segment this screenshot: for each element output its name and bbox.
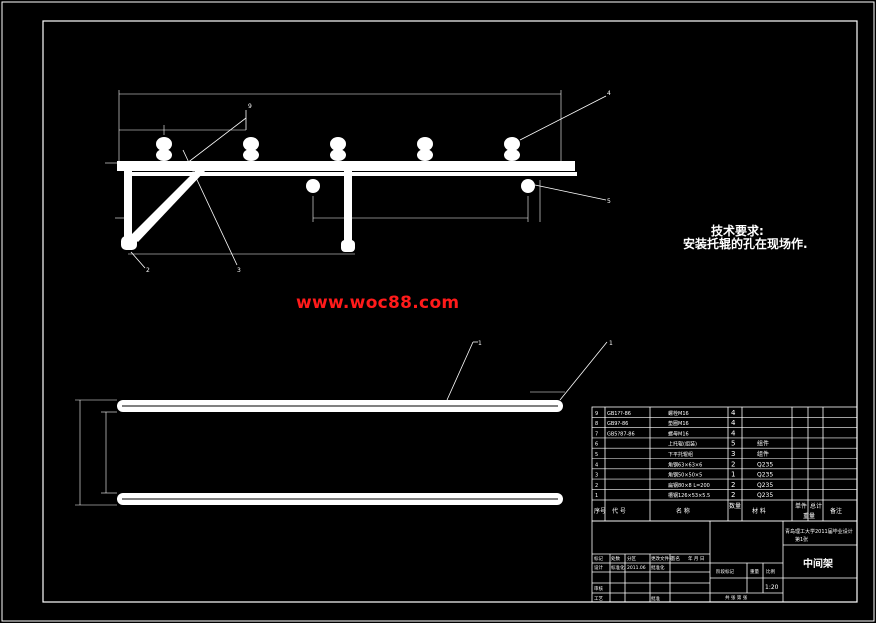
tb-label-date: 年 月 日	[688, 555, 704, 562]
tb-label-process: 工艺	[594, 596, 603, 602]
bom-row-material: Q235	[757, 472, 773, 479]
inner-border	[42, 20, 858, 603]
bom-row-material: Q235	[757, 492, 773, 499]
bom-row-number: 9	[595, 411, 598, 417]
bom-row-number: 7	[595, 431, 598, 437]
bom-table	[591, 406, 858, 522]
bom-row-code: GB9?-86	[607, 421, 628, 427]
bom-row-qty: 2	[731, 460, 735, 468]
callout-2: 2	[146, 267, 150, 274]
bom-row-qty: 4	[731, 419, 736, 427]
bom-row-name: 角钢50×50×5	[668, 472, 702, 479]
bom-header-cell: 材 料	[752, 507, 766, 515]
bom-row-qty: 1	[731, 471, 735, 479]
bom-row-material: Q235	[757, 482, 773, 489]
callout-1b: 1	[609, 340, 613, 347]
bom-row-name: 扁钢80×8 L=200	[668, 482, 710, 489]
bom-header-cell: 备注	[830, 507, 842, 515]
tb-signer-note: 批准化	[651, 564, 665, 571]
school-name: 青岛理工大学2011届毕业设计	[785, 528, 853, 535]
bom-row-name: 螺母M16	[668, 430, 689, 437]
bom-row-name: 垫圈M16	[668, 420, 689, 427]
bom-row-number: 3	[595, 473, 598, 479]
bom-row-material: 组件	[757, 450, 769, 458]
tb-label-sign: 签名	[671, 555, 680, 562]
callout-4: 4	[607, 90, 611, 97]
upper-rollers	[156, 137, 520, 161]
tb-label-count: 处数	[611, 555, 620, 562]
bom-header-cell: 数量	[729, 502, 741, 510]
tb-label-design: 设计	[594, 564, 603, 571]
bom-row-qty: 4	[731, 409, 736, 417]
bom-header-cell: 单件	[795, 502, 807, 510]
bom-row-name: 螺栓M16	[668, 410, 689, 417]
bom-row-code: GB5?87-86	[607, 431, 635, 437]
bom-row-qty: 5	[731, 440, 735, 448]
bom-header-cell: 重量	[803, 512, 815, 520]
bom-row-number: 2	[595, 483, 598, 489]
plan-view	[75, 341, 608, 506]
scale-value: 1:20	[765, 584, 779, 591]
bom-row-code: GB1??-86	[607, 411, 631, 417]
tb-label-sheets: 共 张 第 张	[725, 594, 748, 601]
tb-label-standard: 标准化	[611, 564, 625, 571]
bom-row-number: 8	[595, 421, 598, 427]
bom-row-qty: 2	[731, 481, 735, 489]
tb-label-scale: 比例	[766, 568, 775, 575]
bom-row-name: 槽钢126×53×5.5	[668, 492, 710, 499]
bom-row-material: 组件	[757, 440, 769, 448]
bom-row-name: 上托辊(组装)	[668, 441, 697, 448]
bom-row-material: Q235	[757, 461, 773, 468]
tech-requirements-title: 技术要求:	[711, 224, 764, 238]
tech-requirements-line: 安装托辊的孔在现场作.	[683, 237, 808, 251]
bom-header-cell: 总计	[810, 502, 822, 510]
tb-label-approve: 批准	[651, 595, 660, 602]
bom-row-name: 下平托辊组	[668, 451, 693, 458]
bom-row-qty: 3	[731, 450, 735, 458]
bom-row-qty: 2	[731, 491, 735, 499]
bom-row-qty: 4	[731, 429, 736, 437]
bom-row-name: 角钢63×63×6	[668, 461, 702, 468]
bom-header-cell: 名 称	[676, 507, 690, 515]
bom-row-number: 4	[595, 462, 598, 468]
bom-header-cell: 代 号	[612, 507, 626, 515]
tb-label-review: 审核	[594, 585, 603, 592]
tb-label-zone: 分区	[627, 555, 636, 562]
tb-label-mark: 标记	[594, 555, 603, 562]
tb-signer-date: 2011.06	[627, 565, 646, 571]
front-view	[105, 90, 607, 269]
callout-1a: 1	[478, 340, 482, 347]
callout-9: 9	[248, 103, 252, 110]
callout-3: 3	[237, 267, 241, 274]
bom-row-number: 1	[595, 493, 598, 499]
part-name: 中间架	[803, 557, 833, 570]
watermark: www.woc88.com	[296, 293, 460, 313]
tb-label-stage: 阶段标记	[716, 568, 734, 575]
tb-label-weight: 重量	[750, 568, 759, 575]
tb-label-change: 更改文件号	[651, 555, 674, 562]
callout-5: 5	[607, 198, 611, 205]
bom-row-number: 5	[595, 452, 598, 458]
title-block	[591, 520, 858, 603]
sheet-number: 第1张	[795, 536, 808, 543]
bom-header-cell: 序号	[594, 507, 606, 515]
bom-row-number: 6	[595, 442, 598, 448]
